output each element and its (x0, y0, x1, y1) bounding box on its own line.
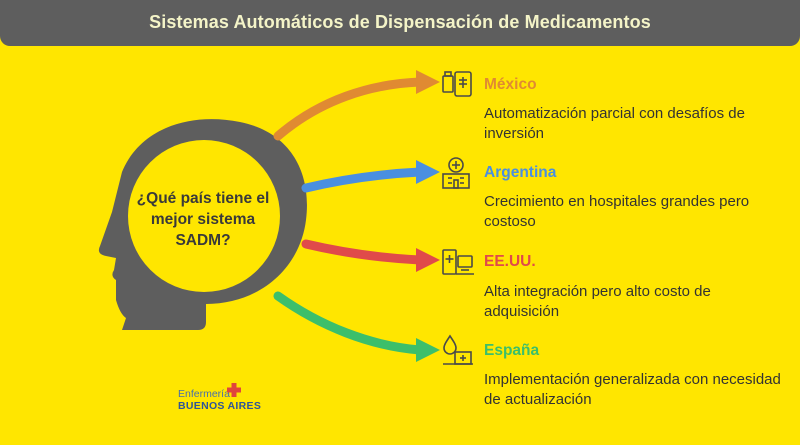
arrow-mexico (273, 70, 440, 141)
arrow-argentina (301, 160, 440, 193)
country-desc-espana: Implementación generalizada con necesida… (484, 371, 781, 408)
country-label-argentina: Argentina (484, 164, 557, 181)
page-title: Sistemas Automáticos de Dispensación de … (149, 12, 651, 32)
country-desc-argentina: Crecimiento en hospitales grandes pero c… (484, 193, 750, 230)
central-question: ¿Qué país tiene el mejor sistema SADM? (136, 190, 270, 249)
arrow-eeuu (301, 239, 440, 272)
country-label-espana: España (484, 342, 540, 359)
logo-line2: BUENOS AIRES (178, 400, 262, 412)
country-desc-eeuu: Alta integración pero alto costo de adqu… (484, 283, 711, 320)
hospital-building-icon (442, 157, 470, 189)
medical-computer-icon (442, 249, 474, 275)
head-thought-circle (128, 140, 280, 292)
enfermeria-logo: Enfermería BUENOS AIRES (178, 382, 278, 414)
medical-pharmacy-icon (443, 334, 473, 365)
arrow-espana (273, 291, 440, 362)
logo-line1: Enfermería (178, 388, 230, 400)
title-bar: Sistemas Automáticos de Dispensación de … (0, 0, 800, 46)
country-label-mexico: México (484, 76, 537, 93)
country-label-eeuu: EE.UU. (484, 253, 536, 270)
red-cross-icon (227, 383, 241, 397)
country-desc-mexico: Automatización parcial con desafíos de i… (484, 105, 745, 142)
pharmacy-phone-icon (442, 71, 472, 97)
